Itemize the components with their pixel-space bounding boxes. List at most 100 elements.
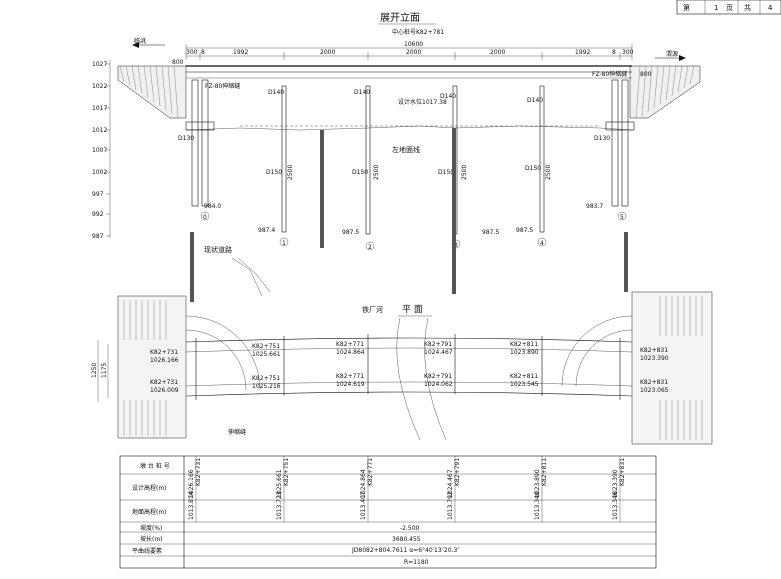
- svg-text:K82+811: K82+811: [541, 458, 548, 486]
- svg-text:987.4: 987.4: [258, 227, 275, 234]
- svg-text:997: 997: [92, 191, 104, 198]
- svg-text:1024.864: 1024.864: [360, 469, 367, 498]
- dim-7: 8: [612, 49, 616, 56]
- svg-text:1024.619: 1024.619: [336, 381, 365, 388]
- left-abut-width: 800: [172, 59, 184, 66]
- overall-span: 10600: [404, 41, 423, 48]
- svg-text:墩 台 桩 号: 墩 台 桩 号: [140, 462, 170, 470]
- svg-text:1026.009: 1026.009: [150, 387, 179, 394]
- svg-text:平曲线要素: 平曲线要素: [132, 547, 162, 555]
- pier-4: D140 D150 987.5 4 2500: [516, 85, 552, 247]
- road-label: 现状道路: [204, 245, 232, 254]
- svg-text:1022: 1022: [92, 83, 107, 90]
- svg-text:设计高程(m): 设计高程(m): [132, 484, 167, 492]
- svg-text:1025.661: 1025.661: [276, 469, 283, 498]
- svg-text:D130: D130: [178, 135, 194, 142]
- svg-text:4: 4: [540, 240, 544, 247]
- svg-text:1025.661: 1025.661: [252, 351, 281, 358]
- svg-text:K82+751: K82+751: [252, 375, 280, 382]
- data-table: 墩 台 桩 号 设计高程(m) 地面高程(m) 坡度(%) 坡长(m) 平曲线要…: [119, 455, 657, 569]
- svg-text:K82+791: K82+791: [424, 341, 452, 348]
- svg-text:2: 2: [368, 244, 372, 251]
- svg-text:1013.814: 1013.814: [188, 491, 195, 520]
- river-label: 铁厂河: [362, 305, 383, 314]
- dim-8: 300: [622, 49, 634, 56]
- svg-text:R=1180: R=1180: [404, 559, 429, 566]
- svg-text:K82+811: K82+811: [510, 373, 538, 380]
- svg-text:1025.216: 1025.216: [252, 383, 281, 390]
- span-dimensions: 300 8 1992 2000 2000 2000 1992 8 300: [185, 44, 634, 60]
- svg-text:1023.890: 1023.890: [510, 349, 539, 356]
- plan-title: 平 面: [402, 304, 423, 315]
- svg-text:D150: D150: [352, 169, 368, 176]
- svg-text:1024.062: 1024.062: [424, 381, 453, 388]
- svg-text:D140: D140: [354, 89, 370, 96]
- sheet-label-1: 第: [683, 3, 690, 12]
- svg-text:5: 5: [620, 214, 624, 221]
- svg-text:1013.340: 1013.340: [534, 491, 541, 520]
- svg-text:D150: D150: [266, 169, 282, 176]
- sheet-header: 第 1 页 共 4: [676, 0, 781, 15]
- pier-2: D140 D150 987.5 2 2500: [342, 85, 380, 251]
- dim-4: 2000: [406, 49, 421, 56]
- total-no: 4: [768, 4, 773, 12]
- right-embankment: [629, 65, 701, 119]
- svg-text:K82+771: K82+771: [336, 373, 364, 380]
- svg-text:1023.390: 1023.390: [640, 355, 669, 362]
- pier-5: D130 983.7 5: [586, 79, 635, 221]
- svg-text:K82+751: K82+751: [252, 343, 280, 350]
- ground-line-label: 左地面线: [392, 145, 420, 154]
- pier-3: D140 D150 987.5 3 2500: [438, 85, 499, 249]
- svg-text:D140: D140: [268, 89, 284, 96]
- expansion-joint-label: 伸缩缝: [228, 428, 246, 436]
- design-water: 设计水位1017.38: [398, 98, 447, 106]
- svg-text:0: 0: [203, 214, 207, 221]
- svg-text:987.5: 987.5: [482, 229, 499, 236]
- svg-text:3680.455: 3680.455: [392, 536, 421, 543]
- svg-text:1175: 1175: [101, 363, 108, 378]
- svg-text:D150: D150: [438, 169, 454, 176]
- svg-text:1026.166: 1026.166: [150, 357, 179, 364]
- svg-text:K82+771: K82+771: [367, 458, 374, 486]
- svg-text:2500: 2500: [287, 165, 294, 180]
- svg-text:D150: D150: [525, 165, 541, 172]
- bore-column-2: [452, 128, 456, 294]
- svg-text:1023.890: 1023.890: [534, 469, 541, 498]
- svg-text:K82+731: K82+731: [150, 349, 178, 356]
- svg-text:1026.166: 1026.166: [188, 469, 195, 498]
- svg-text:K82+811: K82+811: [510, 341, 538, 348]
- svg-text:1013.792: 1013.792: [447, 491, 454, 520]
- svg-text:1023.065: 1023.065: [640, 387, 669, 394]
- svg-text:1017: 1017: [92, 105, 107, 112]
- svg-text:K82+731: K82+731: [150, 379, 178, 386]
- sheet-label-2: 页: [726, 4, 733, 12]
- svg-text:1: 1: [282, 240, 286, 247]
- svg-text:987.5: 987.5: [342, 229, 359, 236]
- svg-text:2500: 2500: [545, 165, 552, 180]
- dim-1: 8: [201, 49, 205, 56]
- svg-text:1013.346: 1013.346: [612, 491, 619, 520]
- dim-5: 2000: [490, 49, 505, 56]
- svg-text:2500: 2500: [373, 165, 380, 180]
- svg-text:K82+731: K82+731: [195, 458, 202, 486]
- bridge-deck: [186, 65, 632, 79]
- svg-text:K82+791: K82+791: [454, 458, 461, 486]
- svg-text:992: 992: [92, 211, 104, 218]
- direction-left: 临洮: [132, 37, 165, 48]
- dim-2: 1992: [233, 49, 248, 56]
- svg-text:1002: 1002: [92, 169, 107, 176]
- direction-right: 渭源: [655, 50, 686, 61]
- svg-text:1023.545: 1023.545: [510, 381, 539, 388]
- svg-text:K82+751: K82+751: [283, 458, 290, 486]
- svg-text:K82+771: K82+771: [336, 341, 364, 348]
- dim-3: 2000: [320, 49, 335, 56]
- svg-text:D140: D140: [527, 97, 543, 104]
- svg-text:渭源: 渭源: [666, 50, 678, 58]
- svg-text:地面高程(m): 地面高程(m): [132, 508, 167, 516]
- left-joint-label: FZ-80伸缩缝: [205, 82, 240, 90]
- right-joint-label: FZ-80伸缩缝: [592, 70, 627, 78]
- svg-text:-2.500: -2.500: [400, 525, 420, 532]
- center-station: 中心桩号K82+781: [392, 28, 444, 36]
- dim-6: 1992: [575, 49, 590, 56]
